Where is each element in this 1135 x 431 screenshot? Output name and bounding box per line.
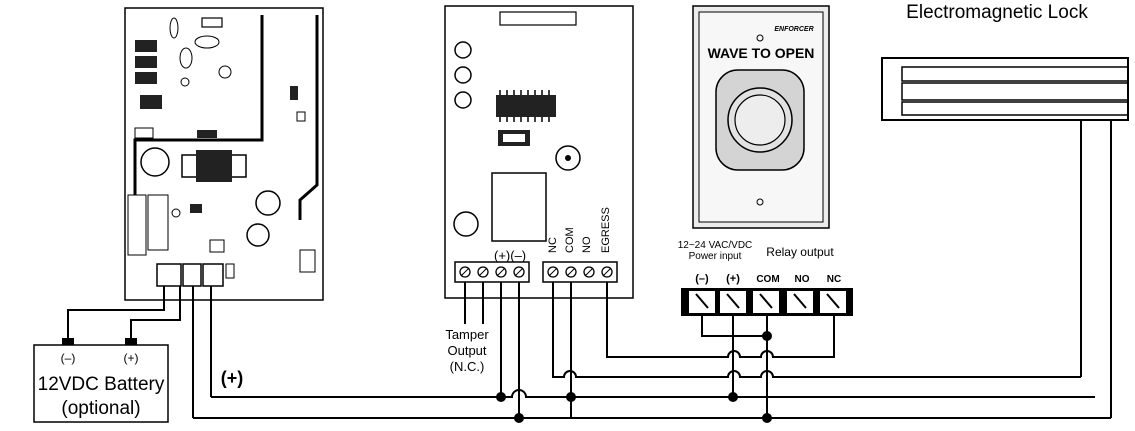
tamper-label-line3: (N.C.) [450, 359, 485, 374]
module-power-label: (+)(–) [494, 248, 526, 263]
module-left-screws [459, 266, 525, 278]
terminal-label-no: NO [795, 274, 810, 285]
positive-wire-label: (+) [221, 368, 244, 388]
relay-module: NC COM NO EGRESS (+)(–) [444, 5, 634, 299]
terminal-label-com: COM [756, 274, 779, 285]
terminal-label-nc: NC [827, 274, 841, 285]
electromagnetic-lock [881, 57, 1129, 121]
tamper-label-line2: Output [447, 343, 486, 358]
battery: (–) (+) 12VDC Battery (optional) [33, 338, 169, 423]
battery-title: 12VDC Battery [38, 374, 165, 395]
power-supply-board [124, 7, 324, 301]
wiring [67, 120, 1112, 419]
module-nc-label: NC [547, 237, 559, 253]
tamper-label-line1: Tamper [445, 327, 489, 342]
battery-optional-label: (optional) [61, 398, 140, 419]
module-egress-label: EGRESS [600, 207, 612, 253]
exit-plate-brand: ENFORCER [774, 26, 813, 33]
relay-output-title: Relay output [766, 245, 834, 259]
lock-title: Electromagnetic Lock [906, 2, 1088, 23]
battery-negative-label: (–) [61, 351, 76, 365]
power-input-label-line1: 12~24 VAC/VDC [678, 240, 753, 251]
module-com-label: COM [564, 227, 576, 253]
terminal-label-positive: (+) [726, 273, 740, 285]
terminal-label-negative: (–) [695, 273, 709, 285]
module-right-screws [547, 266, 613, 278]
exit-plate-label: WAVE TO OPEN [708, 45, 815, 61]
power-input-label-line2: Power input [689, 251, 742, 262]
module-no-label: NO [581, 236, 593, 253]
battery-positive-label: (+) [124, 351, 139, 365]
exit-plate: ENFORCER WAVE TO OPEN [692, 5, 830, 229]
junction-dots [496, 331, 772, 423]
terminal-block [681, 288, 853, 316]
